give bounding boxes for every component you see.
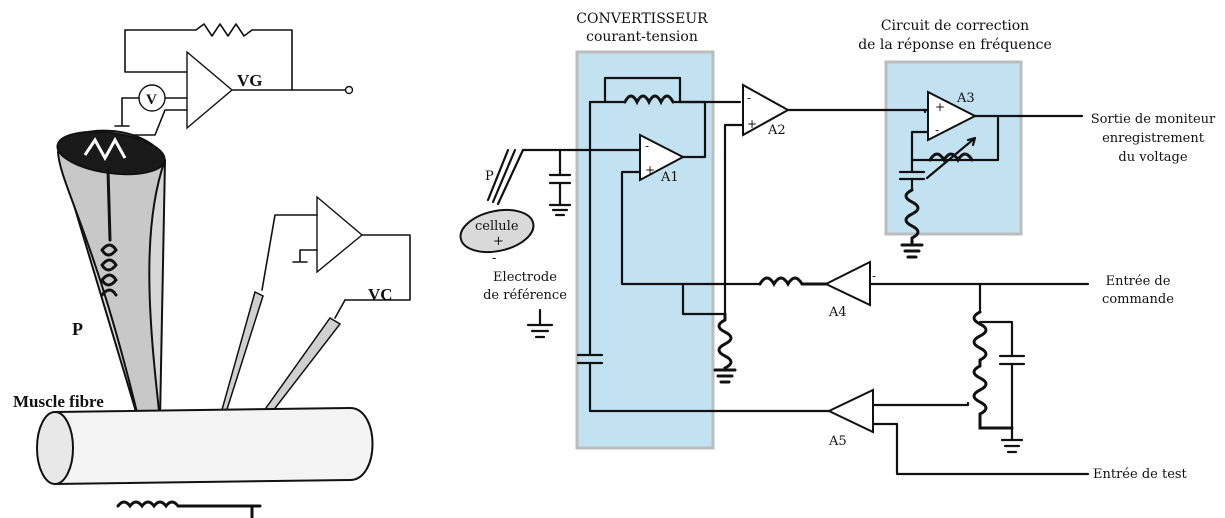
muscle-fibre-label: Muscle fibre <box>13 392 104 411</box>
output-label-1: Sortie de moniteur <box>1091 112 1216 127</box>
right-circuit: CONVERTISSEUR courant-tension Circuit de… <box>459 11 1216 482</box>
vc-input-wire <box>261 214 318 291</box>
a2-divider-wire <box>681 282 727 316</box>
output-label-3: du voltage <box>1118 150 1187 165</box>
a5-label: A5 <box>828 434 847 449</box>
a3-plus: + <box>935 100 945 114</box>
vg-amplifier <box>186 50 234 130</box>
a1-plus: + <box>645 163 655 177</box>
a1-feedback-resistor <box>623 94 675 106</box>
vg-label: VG <box>237 71 263 90</box>
command-label-1: Entrée de <box>1106 274 1171 289</box>
network-resistors <box>972 310 1014 430</box>
a1-plus-wire <box>620 170 762 286</box>
vc-amplifier <box>316 195 364 274</box>
a1-feedback-top <box>603 76 682 104</box>
pipette-coil <box>100 168 118 297</box>
a1-minus: - <box>645 139 649 153</box>
v-meter-label: V <box>146 92 157 108</box>
right-pipette-label: P <box>485 169 494 184</box>
a3-variable-arrow <box>925 136 977 180</box>
vc-label: VC <box>368 285 393 304</box>
converter-title-2: courant-tension <box>586 29 698 45</box>
muscle-fibre <box>54 406 374 486</box>
a3-capacitor <box>898 158 926 192</box>
cell <box>459 208 535 254</box>
left-pipette-label: P <box>72 319 83 339</box>
vg-feedback-resistor <box>124 23 293 91</box>
a2-amplifier <box>742 83 791 137</box>
current-electrode-wire <box>334 299 346 319</box>
correction-title-1: Circuit de correction <box>881 18 1029 34</box>
a1-output-to-feedback <box>678 100 707 159</box>
reference-ground <box>526 308 554 339</box>
reference-label-1: Electrode <box>493 270 557 285</box>
vg-output-terminal <box>344 85 354 95</box>
a2-plus: + <box>747 117 757 131</box>
cell-minus: - <box>492 251 496 266</box>
cell-plus: + <box>493 234 504 249</box>
vc-ground <box>292 249 318 263</box>
network-capacitor <box>978 282 1026 430</box>
bottom-coil <box>116 500 262 518</box>
left-sketch: VG V P VC Muscle fibre <box>13 23 411 518</box>
test-input-wire <box>871 422 1090 476</box>
a5-amplifier <box>826 388 874 434</box>
a3-minus: - <box>935 123 939 137</box>
a4-minus: - <box>872 269 876 283</box>
network-ground <box>1000 426 1024 454</box>
muscle-fibre-end <box>36 411 74 485</box>
test-input-label: Entrée de test <box>1093 467 1188 482</box>
pipette-shade <box>57 151 166 427</box>
a2-minus: - <box>747 91 751 105</box>
a3-label: A3 <box>956 91 975 106</box>
command-label-2: commande <box>1102 292 1174 307</box>
correction-box <box>884 60 1023 236</box>
output-label-2: enregistrement <box>1102 131 1205 146</box>
converter-box <box>575 50 715 450</box>
pipette-electrode-mark <box>83 136 127 162</box>
reference-label-2: de référence <box>483 288 567 303</box>
vg-feedback-wire <box>124 29 188 73</box>
converter-title-1: CONVERTISSEUR <box>576 11 708 27</box>
pipette-leads <box>486 148 525 206</box>
correction-title-2: de la réponse en fréquence <box>858 37 1052 53</box>
a3-variable-resistor <box>928 152 974 163</box>
cell-label: cellule <box>475 219 519 234</box>
a2-label: A2 <box>767 123 786 138</box>
input-capacitor-ground <box>548 148 572 217</box>
a4-resistor <box>758 276 828 287</box>
a4-amplifier <box>823 260 871 307</box>
vc-output-wire <box>344 234 411 301</box>
a1-label: A1 <box>660 170 679 185</box>
v-meter-ground <box>114 97 140 127</box>
a1-amplifier <box>639 133 686 182</box>
a2-ground-resistor <box>713 312 737 384</box>
a4-label: A4 <box>828 305 847 320</box>
voltage-electrode <box>217 290 264 426</box>
a2-plus-wire <box>723 123 745 316</box>
a3-amplifier <box>927 90 978 142</box>
a3-ground-resistor <box>900 188 924 259</box>
test-capacitor-wire <box>576 100 831 413</box>
a5-divider-wire <box>871 401 970 407</box>
